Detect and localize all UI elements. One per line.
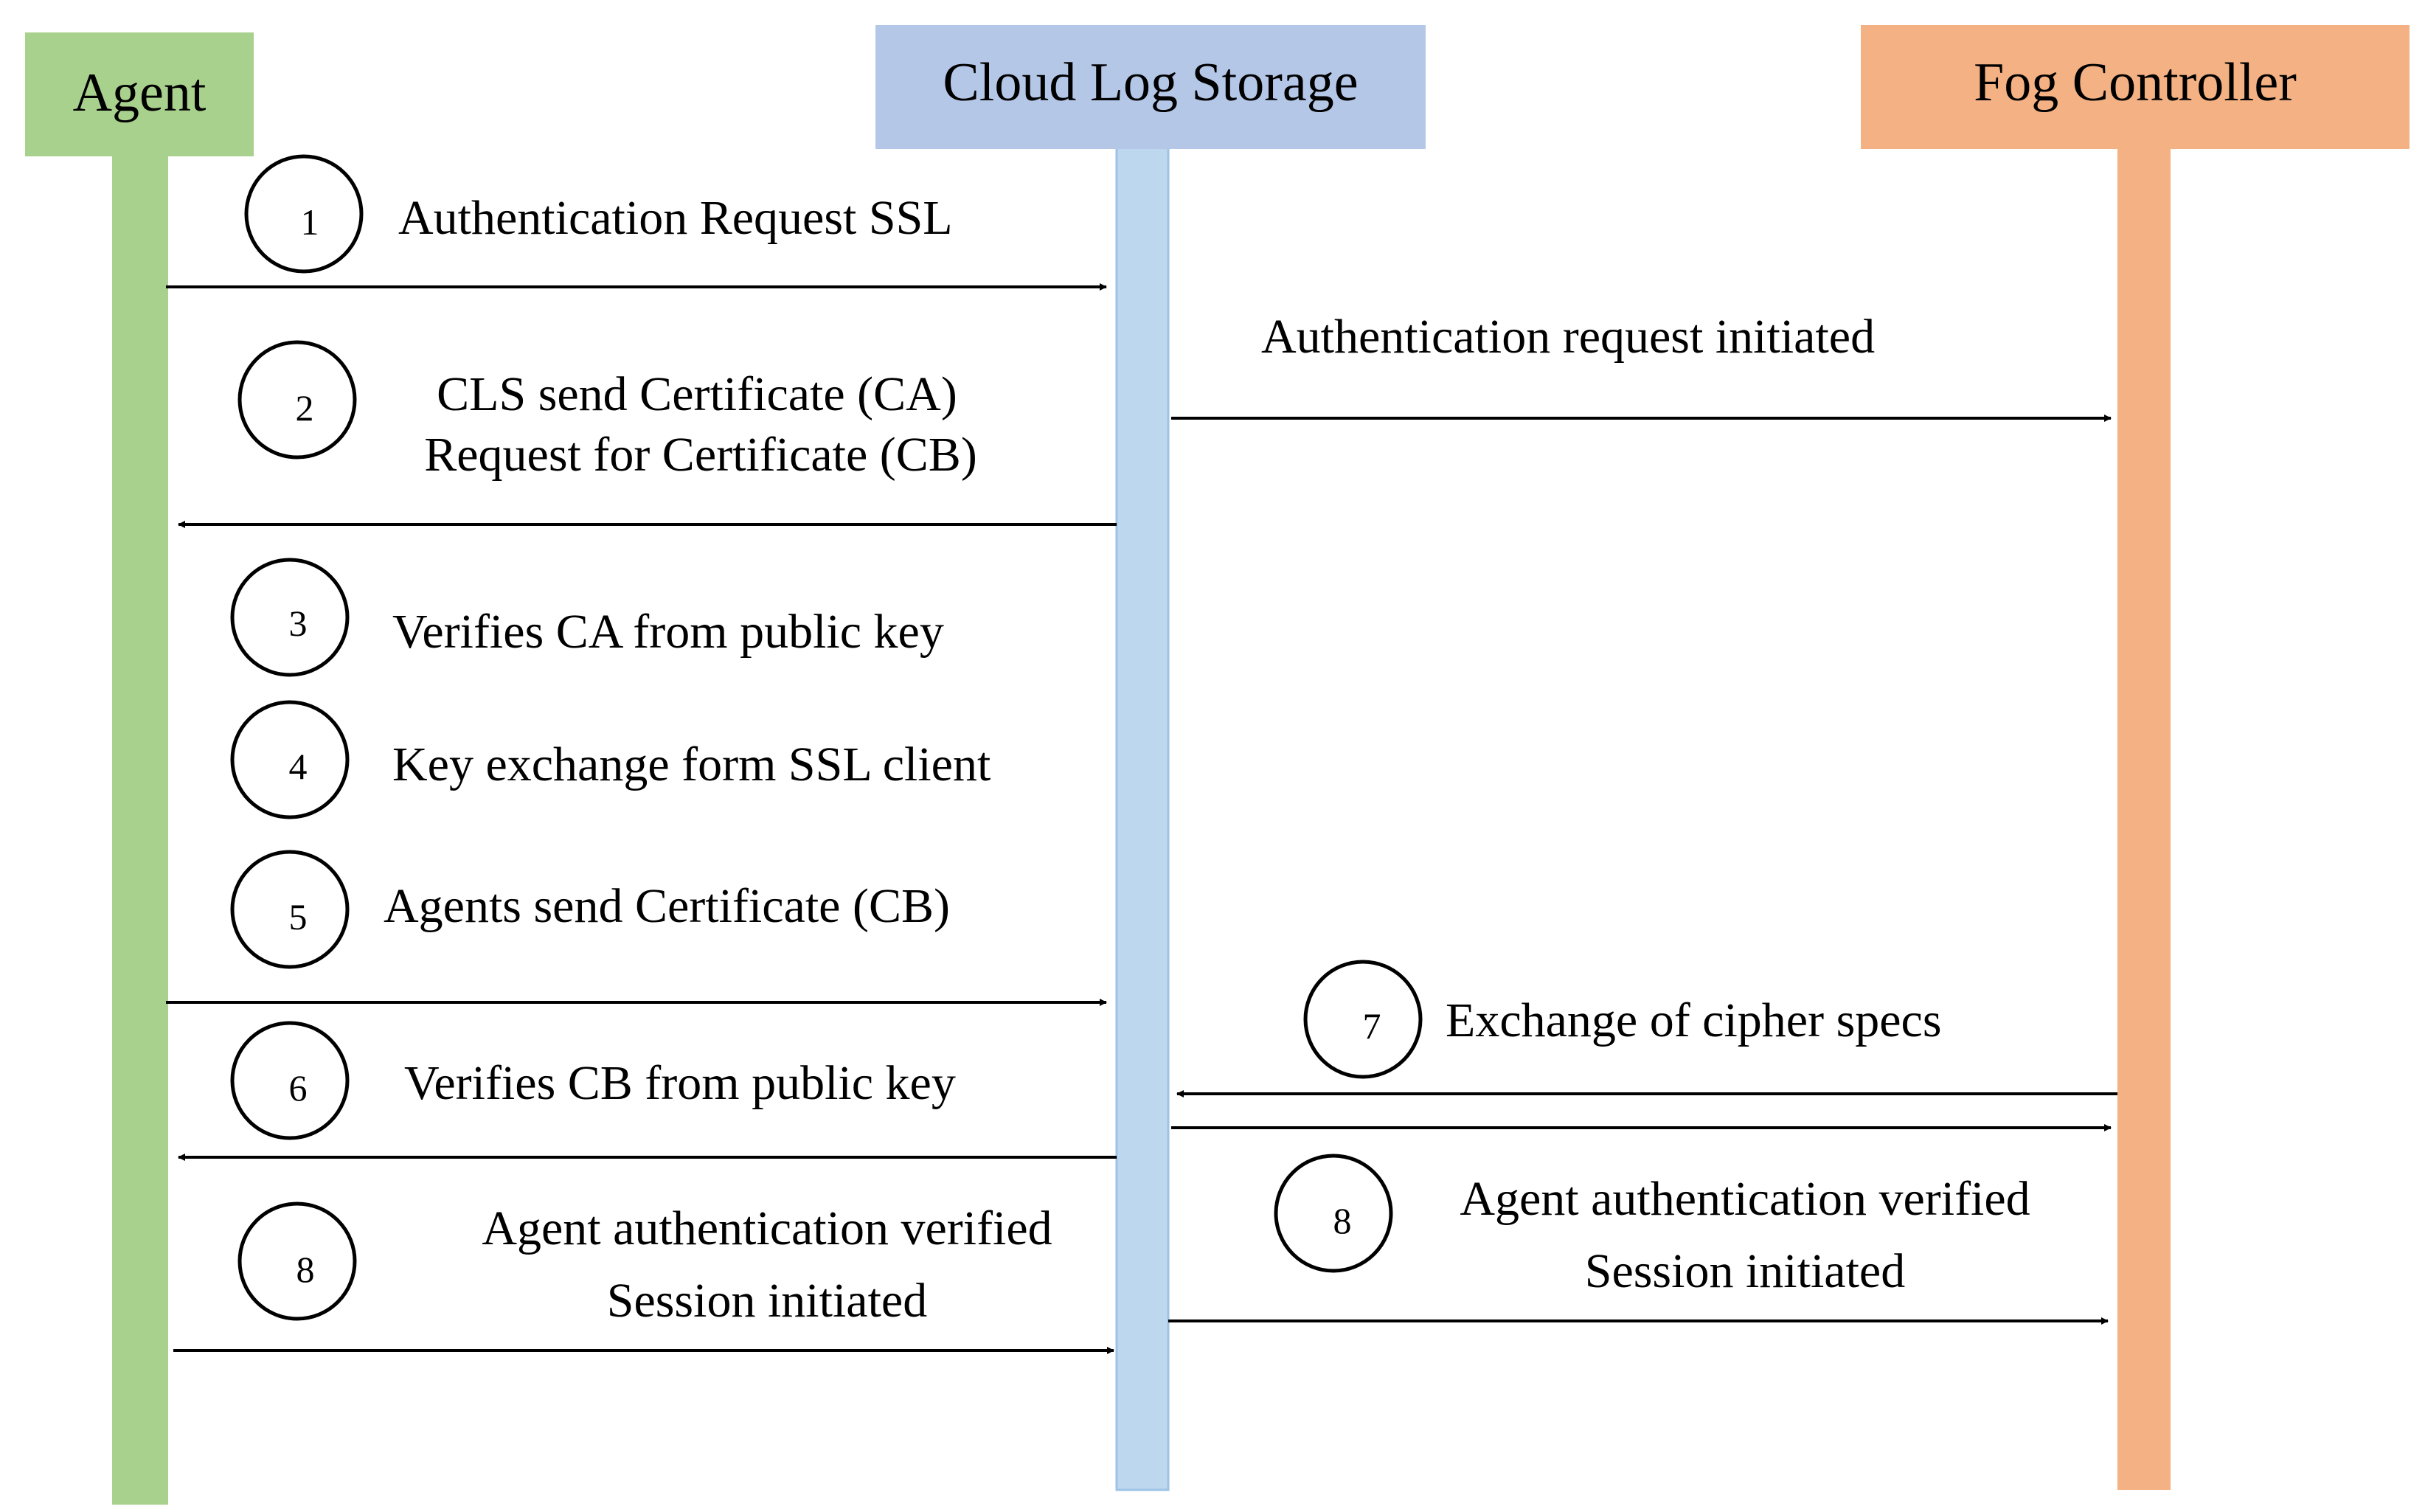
auth-request-initiated-label: Authentication request initiated xyxy=(1261,310,1875,364)
cls-header xyxy=(875,25,1426,149)
cls-label: Cloud Log Storage xyxy=(943,52,1358,113)
step-1-number: 1 xyxy=(301,201,319,243)
step-8a-label-line1: Agent authentication verified xyxy=(482,1201,1052,1255)
step-8b-label-line2: Session initiated xyxy=(1585,1244,1905,1298)
step-1-label: Authentication Request SSL xyxy=(398,191,953,245)
step-8a-number: 8 xyxy=(296,1249,315,1290)
step-8b-label-line1: Agent authentication verified xyxy=(1460,1172,2030,1226)
step-5-label: Agents send Certificate (CB) xyxy=(384,879,950,933)
fog-lifeline xyxy=(2117,146,2171,1490)
step-2-number: 2 xyxy=(296,387,314,429)
step-2-label-line2: Request for Certificate (CB) xyxy=(424,428,977,482)
step-8a-label-line2: Session initiated xyxy=(607,1274,927,1328)
step-6-number: 6 xyxy=(289,1067,308,1109)
step-7-circle xyxy=(1303,960,1423,1079)
step-6-label: Verifies CB from public key xyxy=(404,1056,956,1110)
agent-header xyxy=(25,32,254,156)
agent-label: Agent xyxy=(73,63,207,123)
step-8b-number: 8 xyxy=(1333,1200,1352,1241)
step-4-circle xyxy=(230,700,350,819)
fog-header xyxy=(1861,25,2410,149)
step-7-number: 7 xyxy=(1363,1005,1381,1047)
step-5-circle xyxy=(230,850,350,969)
step-8b-circle xyxy=(1274,1154,1393,1273)
step-4-label: Key exchange form SSL client xyxy=(392,738,991,791)
step-2-circle xyxy=(237,340,357,460)
agent-lifeline xyxy=(112,148,168,1505)
step-8a-circle xyxy=(237,1201,357,1321)
cls-lifeline xyxy=(1115,145,1170,1491)
step-3-number: 3 xyxy=(289,603,308,644)
step-2-label-line1: CLS send Certificate (CA) xyxy=(437,367,957,421)
step-3-circle xyxy=(230,558,350,677)
step-3-label: Verifies CA from public key xyxy=(392,605,944,659)
fog-label: Fog Controller xyxy=(1974,52,2297,113)
step-6-circle xyxy=(230,1021,350,1140)
step-7-label: Exchange of cipher specs xyxy=(1446,993,1942,1047)
step-5-number: 5 xyxy=(289,896,308,937)
step-1-circle xyxy=(244,154,364,274)
step-4-number: 4 xyxy=(289,746,308,787)
